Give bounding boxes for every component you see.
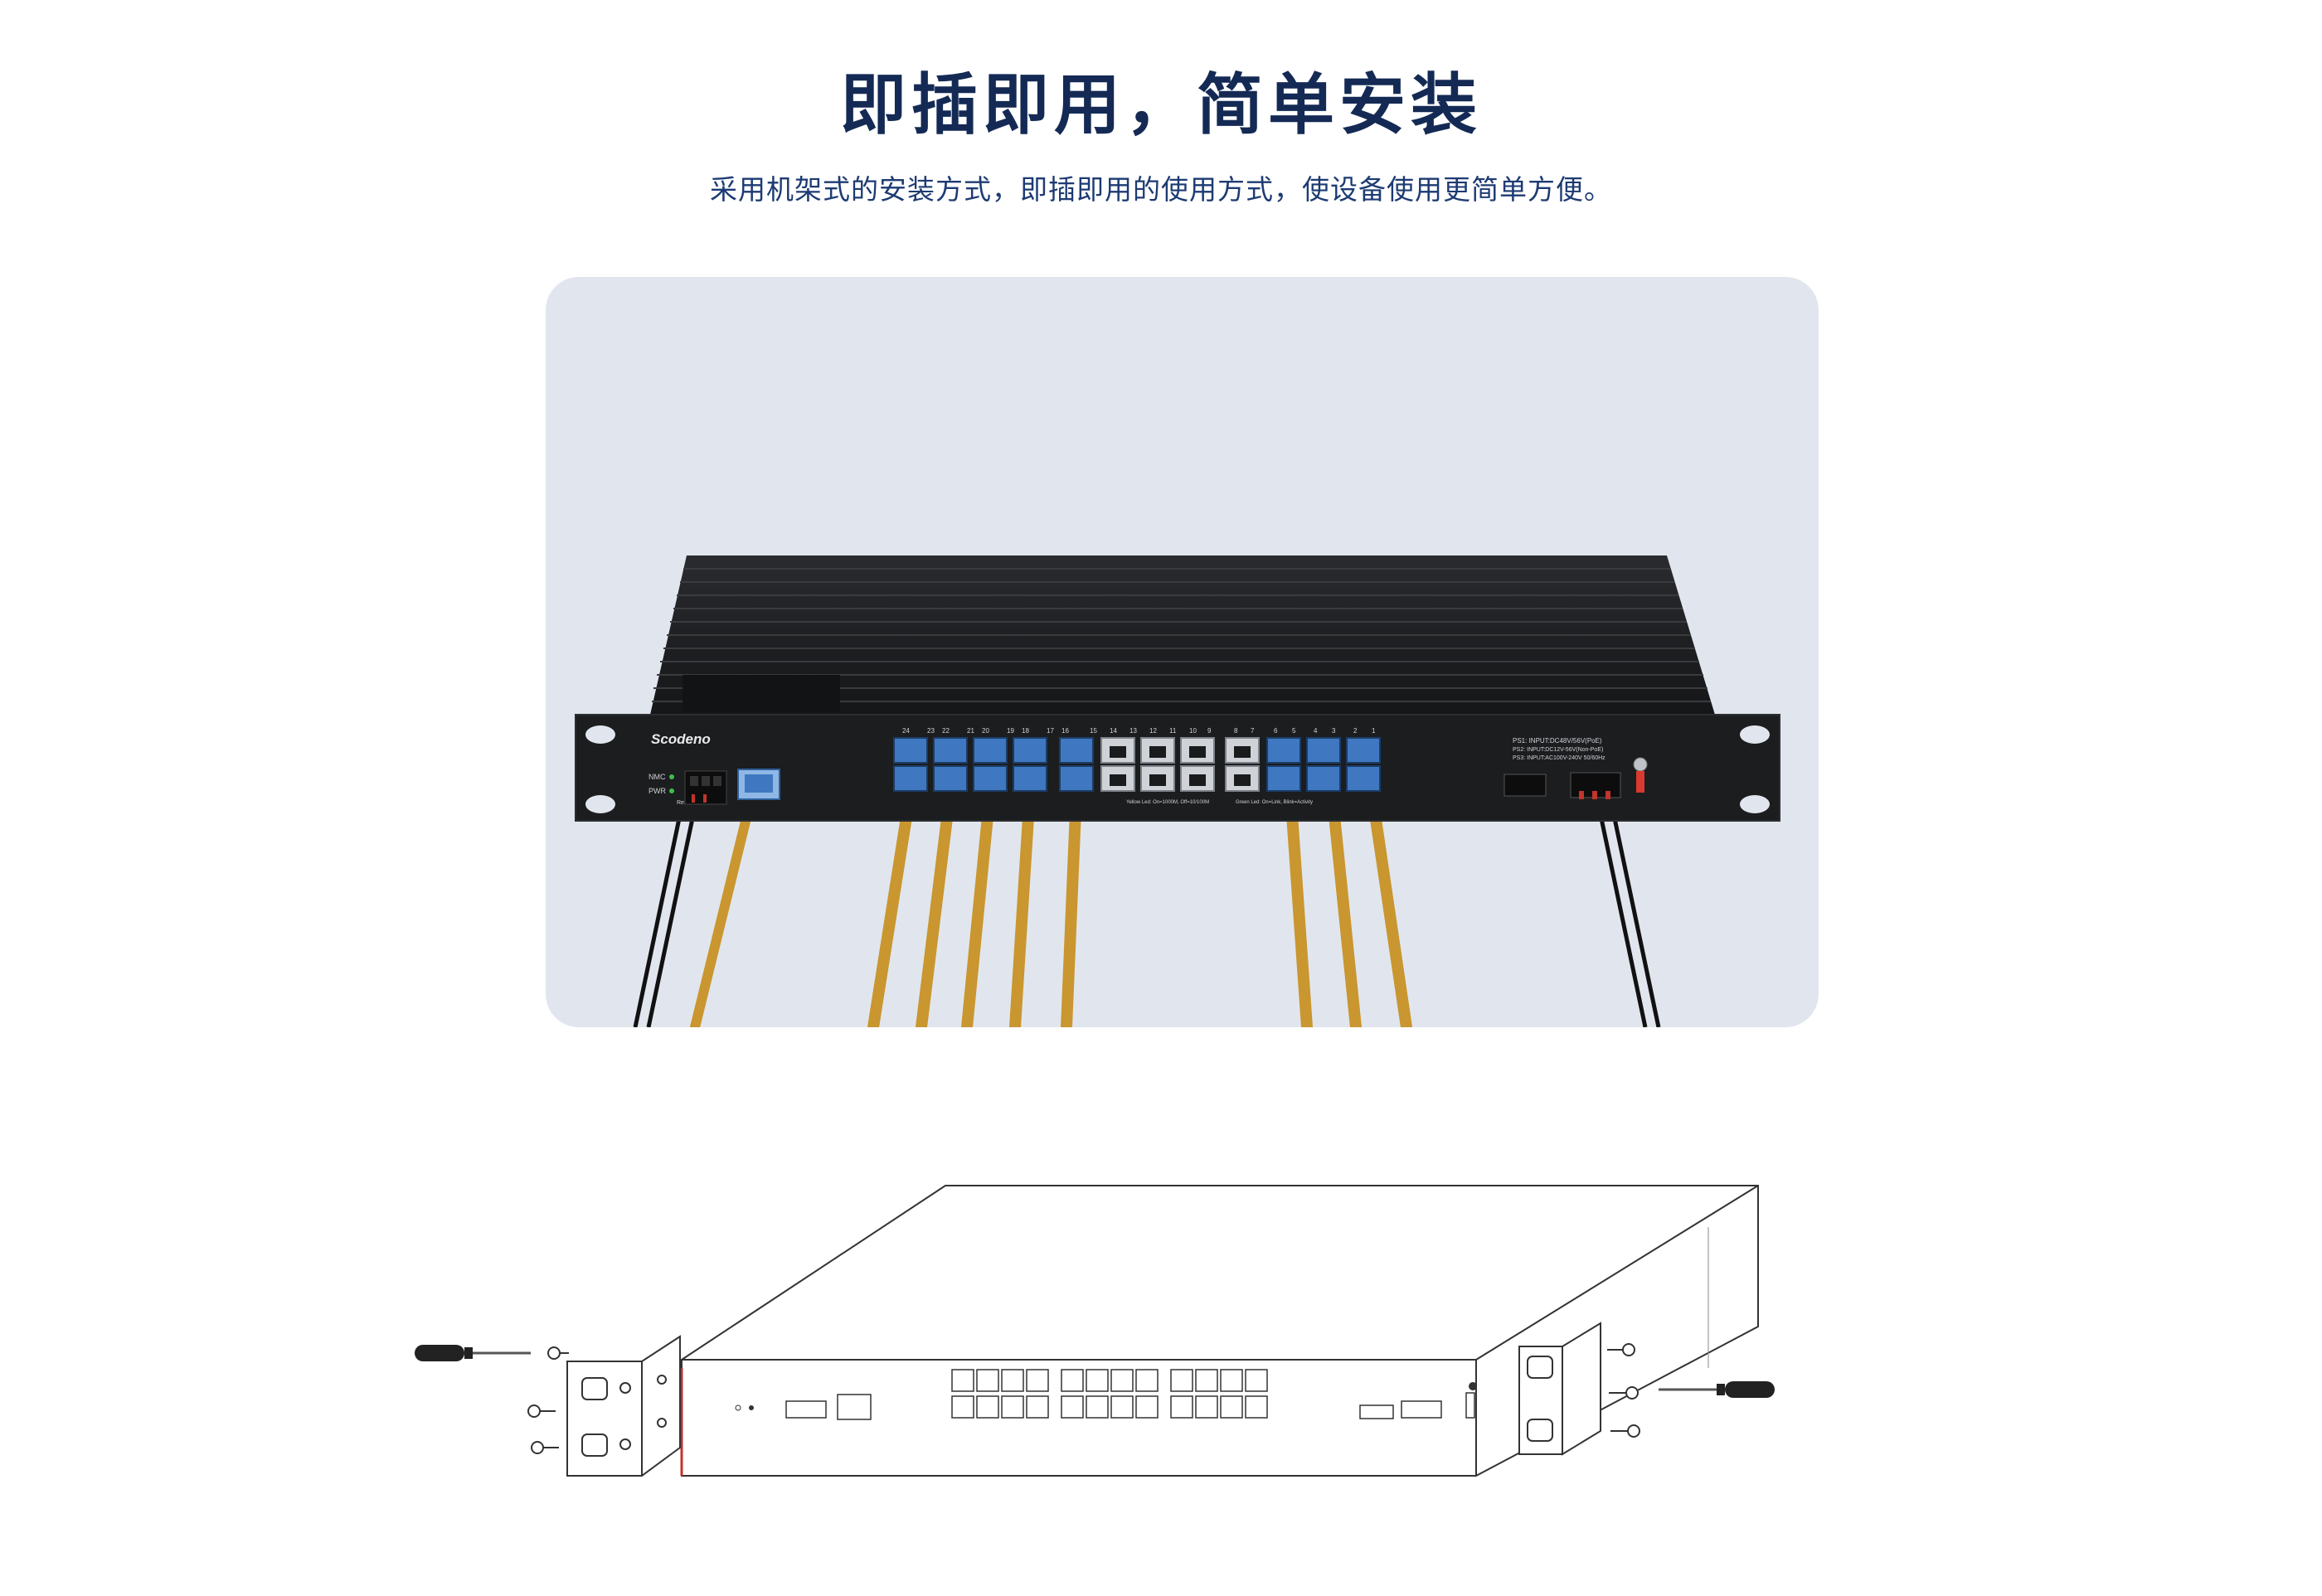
reset-label: Reset <box>677 800 692 806</box>
installation-line-art <box>415 1185 1775 1477</box>
led-label-pwr: PWR <box>649 787 666 795</box>
port-number: 10 <box>1189 727 1197 735</box>
port-number: 13 <box>1129 727 1137 735</box>
port-number: 18 <box>1022 727 1029 735</box>
brand-logo: Scodeno <box>651 731 711 747</box>
rack-ear-hole-icon <box>1740 795 1770 813</box>
port-number: 9 <box>1207 727 1212 735</box>
led-pwr-icon <box>669 788 674 793</box>
led-legend-left: Yellow Led: On=1000M, Off=10/100M <box>1126 800 1209 805</box>
port-number: 3 <box>1332 727 1336 735</box>
port-number: 20 <box>982 727 989 735</box>
page-subtitle: 采用机架式的安装方式，即插即用的使用方式，使设备使用更简单方便。 <box>710 173 1612 206</box>
rj45-ports <box>893 737 1381 792</box>
port-number: 22 <box>942 727 950 735</box>
port-number: 8 <box>1234 727 1238 735</box>
port-number: 19 <box>1007 727 1014 735</box>
port-number: 17 <box>1047 727 1054 735</box>
power-label-3: PS3: INPUT:AC100V-240V 50/60Hz <box>1513 755 1605 761</box>
port-number: 5 <box>1292 727 1296 735</box>
ground-screw-icon <box>1633 757 1648 772</box>
port-number: 7 <box>1251 727 1255 735</box>
port-number: 1 <box>1372 727 1376 735</box>
rack-ear-hole-icon <box>1740 725 1770 744</box>
switch-illustration: Scodeno NMC PWR Reset 24 23 22 21 20 19 … <box>575 555 1780 1027</box>
port-number: 12 <box>1149 727 1157 735</box>
rack-ear-left-icon <box>566 1335 681 1477</box>
screwdriver-icon <box>415 1345 531 1361</box>
rack-ear-right-icon <box>1518 1322 1601 1456</box>
led-legend-right: Green Led: On=Link, Blink=Activity <box>1236 800 1313 805</box>
port-number: 11 <box>1169 727 1177 735</box>
rack-ear-hole-icon <box>585 725 615 744</box>
led-nmc-icon <box>669 774 674 779</box>
port-number: 14 <box>1110 727 1117 735</box>
led-label-nmc: NMC <box>649 773 666 781</box>
ground-lug-icon <box>1636 771 1644 793</box>
drawing-ports <box>785 1369 1475 1420</box>
port-number: 16 <box>1061 727 1069 735</box>
port-number: 2 <box>1353 727 1358 735</box>
top-label-plate <box>683 675 840 711</box>
port-number: 4 <box>1314 727 1318 735</box>
product-photo-panel: Scodeno NMC PWR Reset 24 23 22 21 20 19 … <box>546 277 1819 1027</box>
port-number: 6 <box>1274 727 1278 735</box>
cable-group <box>633 785 1661 1027</box>
screw-icon <box>1607 1343 1640 1438</box>
port-number: 24 <box>902 727 910 735</box>
screw-icon <box>527 1346 569 1454</box>
port-number: 15 <box>1090 727 1097 735</box>
power-label-2: PS2: INPUT:DC12V-56V(Non-PoE) <box>1513 747 1603 753</box>
installation-diagram <box>398 1177 1808 1526</box>
power-connector-1 <box>1503 774 1547 797</box>
power-label-1: PS1: INPUT:DC48V/56V(PoE) <box>1513 737 1602 745</box>
page-title: 即插即用，简单安装 <box>840 66 1482 143</box>
port-number: 23 <box>927 727 935 735</box>
port-number: 21 <box>967 727 974 735</box>
front-panel <box>575 714 1780 822</box>
screwdriver-icon <box>1659 1381 1775 1398</box>
rack-ear-hole-icon <box>585 795 615 813</box>
